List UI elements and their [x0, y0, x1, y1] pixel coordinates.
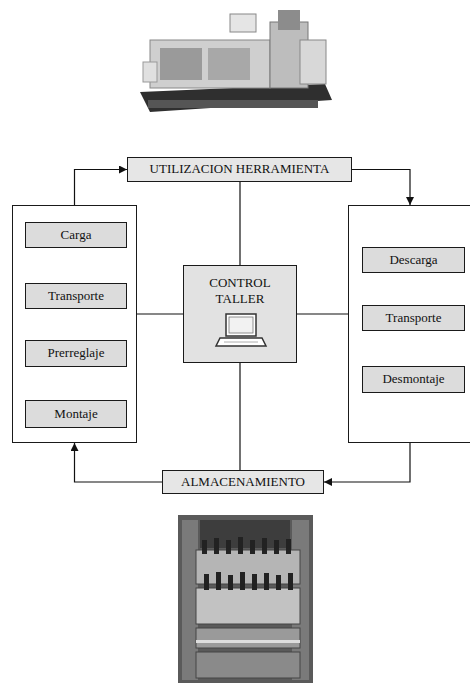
link-line: [297, 313, 348, 314]
flow-arrow: [324, 443, 410, 482]
box-label: Transporte: [48, 288, 104, 304]
box-label: Montaje: [54, 406, 97, 422]
stage-box: ALMACENAMIENTO: [162, 470, 324, 494]
flow-arrow: [352, 170, 410, 206]
box-label: ALMACENAMIENTO: [181, 474, 305, 490]
tool-cabinet-illustration: [178, 515, 313, 683]
step-box: Carga: [25, 222, 127, 248]
group-frame: DescargaTransporteDesmontaje: [348, 205, 470, 443]
link-line: [239, 182, 240, 265]
link-line: [239, 363, 240, 470]
step-box: Transporte: [362, 305, 465, 331]
box-label: CONTROL TALLER: [197, 275, 283, 308]
step-box: Prerreglaje: [25, 340, 127, 367]
link-line: [137, 313, 183, 314]
box-label: Desmontaje: [382, 371, 444, 387]
flow-arrow: [75, 170, 128, 206]
box-label: Transporte: [386, 310, 442, 326]
flow-arrow: [75, 443, 163, 482]
step-box: Desmontaje: [362, 366, 465, 393]
step-box: Transporte: [25, 283, 127, 309]
box-label: Prerreglaje: [47, 345, 104, 361]
step-box: Descarga: [362, 247, 465, 273]
stage-box: UTILIZACION HERRAMIENTA: [127, 157, 352, 181]
step-box: Montaje: [25, 400, 127, 428]
control-box: CONTROL TALLER: [183, 265, 297, 363]
machine-illustration: [140, 10, 332, 112]
box-label: Carga: [61, 227, 92, 243]
box-label: Descarga: [389, 252, 437, 268]
box-label: UTILIZACION HERRAMIENTA: [150, 161, 330, 177]
group-frame: CargaTransportePrerreglajeMontaje: [12, 205, 137, 443]
